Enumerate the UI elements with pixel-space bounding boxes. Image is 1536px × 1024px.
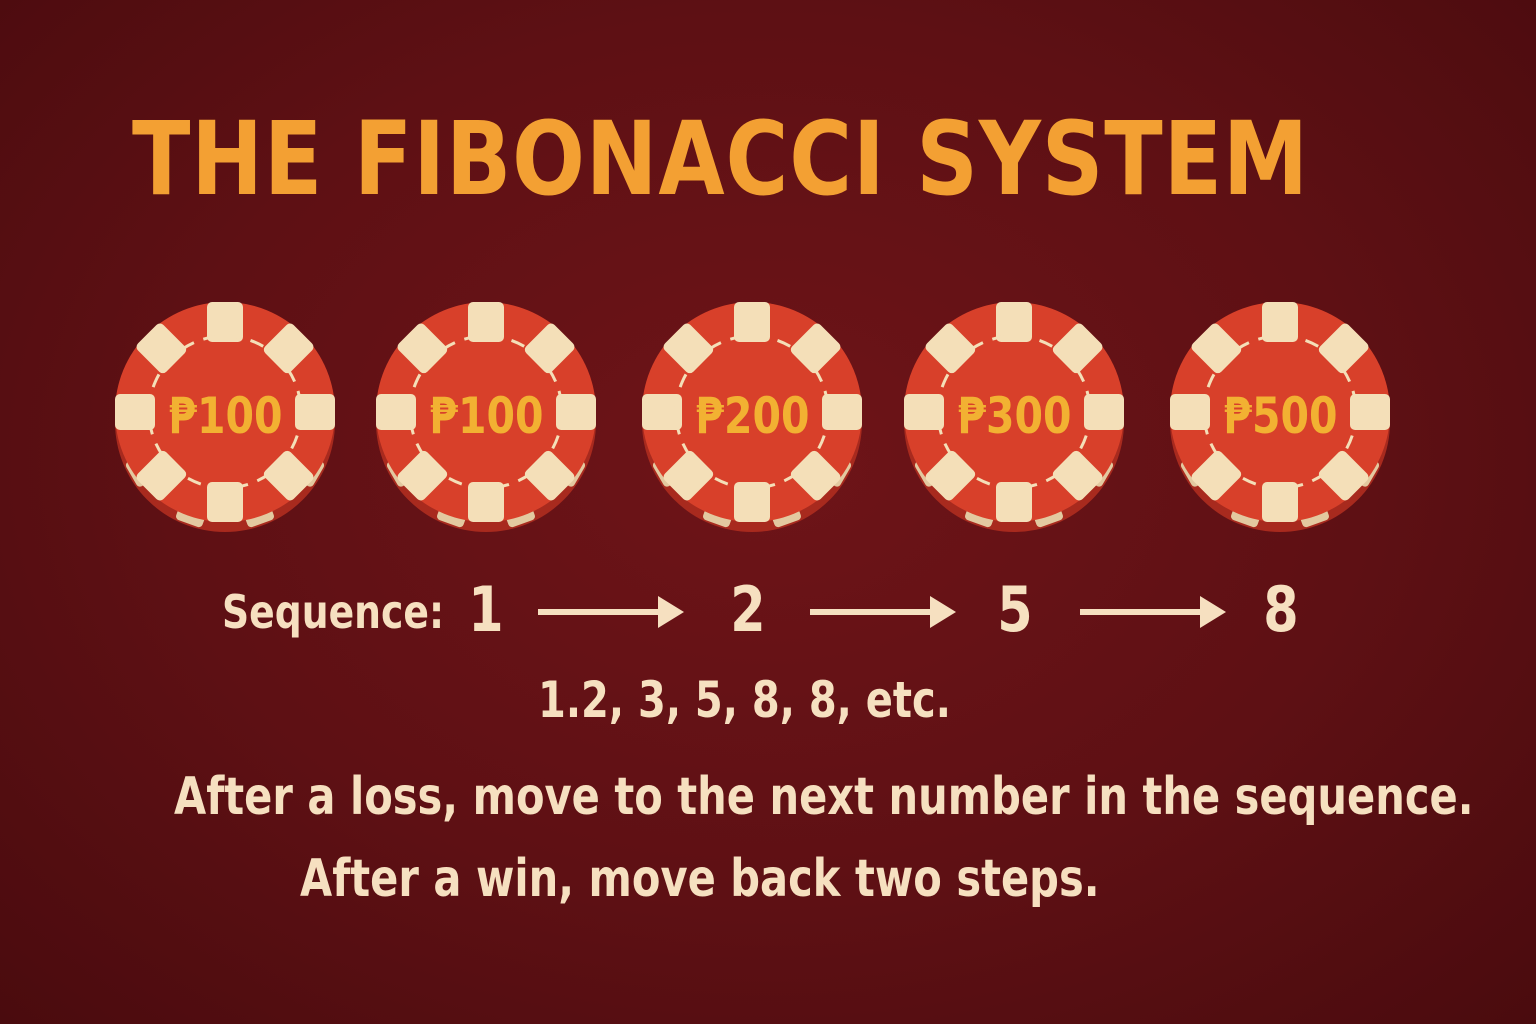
sequence-number: 2 [730,573,766,646]
sequence-number: 1 [468,573,504,646]
right-arrow-icon [1080,596,1226,628]
chip-value: ₱100 [429,387,544,445]
poker-chip-icon [904,302,1124,532]
poker-chip: ₱500 [1168,300,1393,535]
rule-after-win: After a win, move back two steps. [300,849,1100,909]
poker-chip-icon [376,302,596,532]
sequence-number: 8 [1263,573,1299,646]
poker-chip: ₱200 [640,300,865,535]
poker-chip: ₱300 [902,300,1127,535]
right-arrow-icon [810,596,956,628]
right-arrow-icon [538,596,684,628]
series-text: 1.2, 3, 5, 8, 8, etc. [538,671,951,729]
chip-value: ₱100 [168,387,283,445]
poker-chip: ₱100 [113,300,338,535]
poker-chip: ₱100 [374,300,599,535]
chip-value: ₱500 [1223,387,1338,445]
rule-after-loss: After a loss, move to the next number in… [174,767,1474,827]
page-title: THE FIBONACCI SYSTEM [132,100,1310,219]
chip-value: ₱300 [957,387,1072,445]
sequence-label: Sequence: [222,585,445,639]
sequence-number: 5 [997,573,1033,646]
poker-chip-icon [115,302,335,532]
chip-value: ₱200 [695,387,810,445]
chip-row: ₱100 ₱100 ₱200 ₱300 ₱500 [0,300,1536,550]
poker-chip-icon [642,302,862,532]
poker-chip-icon [1170,302,1390,532]
